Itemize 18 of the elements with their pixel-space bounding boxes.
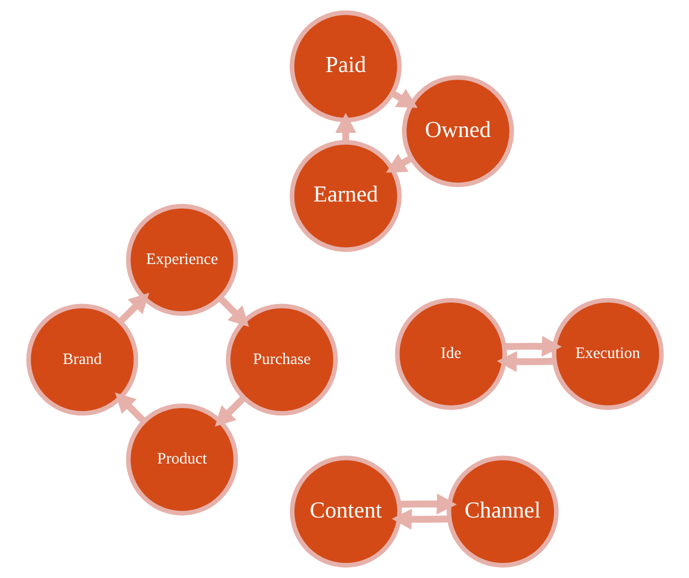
node-circle: Content <box>289 456 402 568</box>
arrow <box>334 112 356 142</box>
node-circle: Earned <box>289 140 402 252</box>
arrow <box>398 494 456 514</box>
node-circle: Execution <box>551 298 664 410</box>
node-circle: Ide <box>394 298 506 410</box>
node-circle: Owned <box>401 75 514 188</box>
arrow <box>114 392 146 424</box>
node-circle: Channel <box>446 456 558 568</box>
arrow <box>386 154 413 173</box>
arrow <box>214 396 246 427</box>
arrow <box>217 296 249 327</box>
arrow <box>118 292 149 324</box>
arrow <box>390 88 418 108</box>
arrow <box>391 508 449 530</box>
arrow <box>504 336 562 357</box>
arrow <box>496 351 554 372</box>
node-circle: Paid <box>289 10 402 122</box>
